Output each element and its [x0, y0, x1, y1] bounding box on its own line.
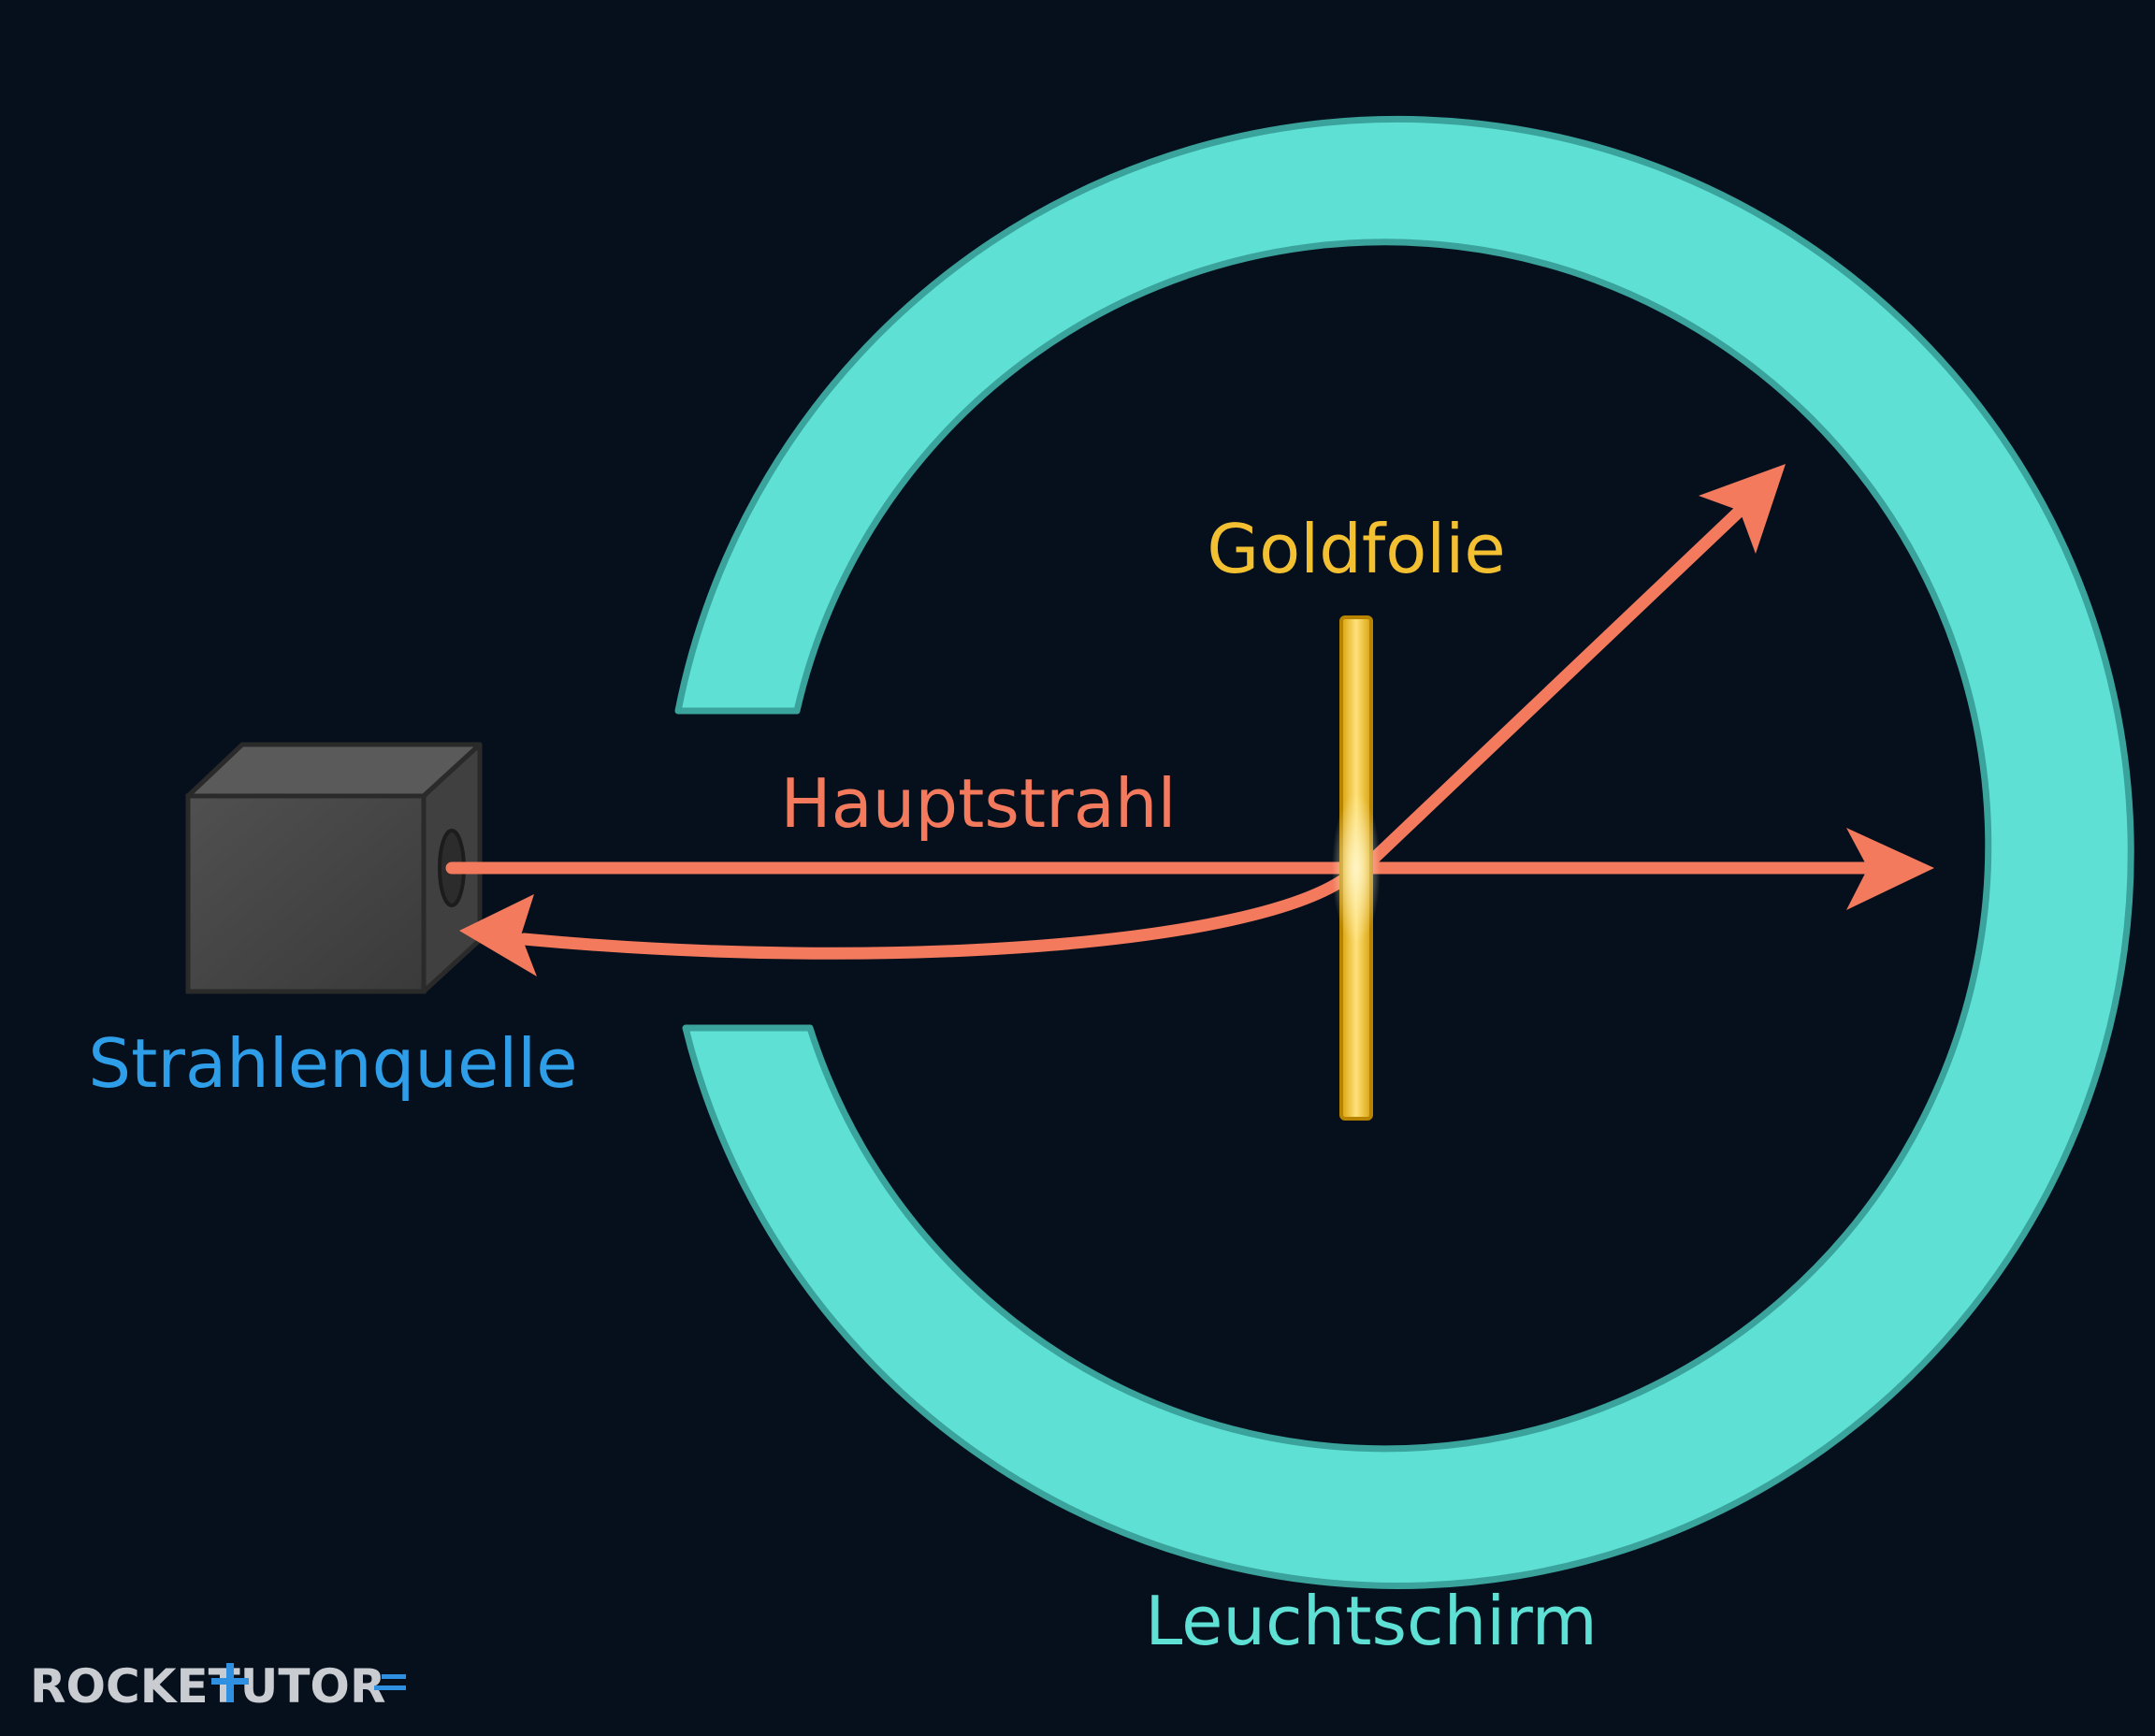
main-beam-label: Hauptstrahl — [781, 764, 1177, 843]
screen-ring-shape — [674, 115, 2134, 1589]
radiation-source-box — [185, 742, 483, 994]
deflected-beam-line — [1357, 506, 1744, 875]
logo-rocket-cross-icon — [211, 1663, 249, 1702]
gold-foil-label: Goldfolie — [1207, 510, 1505, 588]
gold-foil-glow — [1332, 793, 1381, 943]
source-box-front — [185, 793, 427, 994]
deflected-beam-arrowhead — [1699, 464, 1786, 554]
logo-text: ROCKETUTOR — [30, 1659, 385, 1714]
source-label: Strahlenquelle — [88, 1024, 577, 1103]
logo-part-1: ROCKE — [30, 1659, 209, 1714]
logo-speed-lines-icon — [374, 1674, 406, 1690]
main-beam-arrowhead — [1846, 828, 1934, 910]
fluorescent-screen-ring — [674, 115, 2134, 1589]
alpha-beams — [445, 506, 1887, 960]
backscattered-beam-arrowhead — [459, 894, 537, 976]
screen-label: Leuchtschirm — [1145, 1582, 1597, 1660]
gold-foil — [1332, 615, 1381, 1121]
backscattered-beam-line — [517, 871, 1353, 960]
rocket-tutor-logo: ROCKETUTOR — [30, 1659, 406, 1714]
